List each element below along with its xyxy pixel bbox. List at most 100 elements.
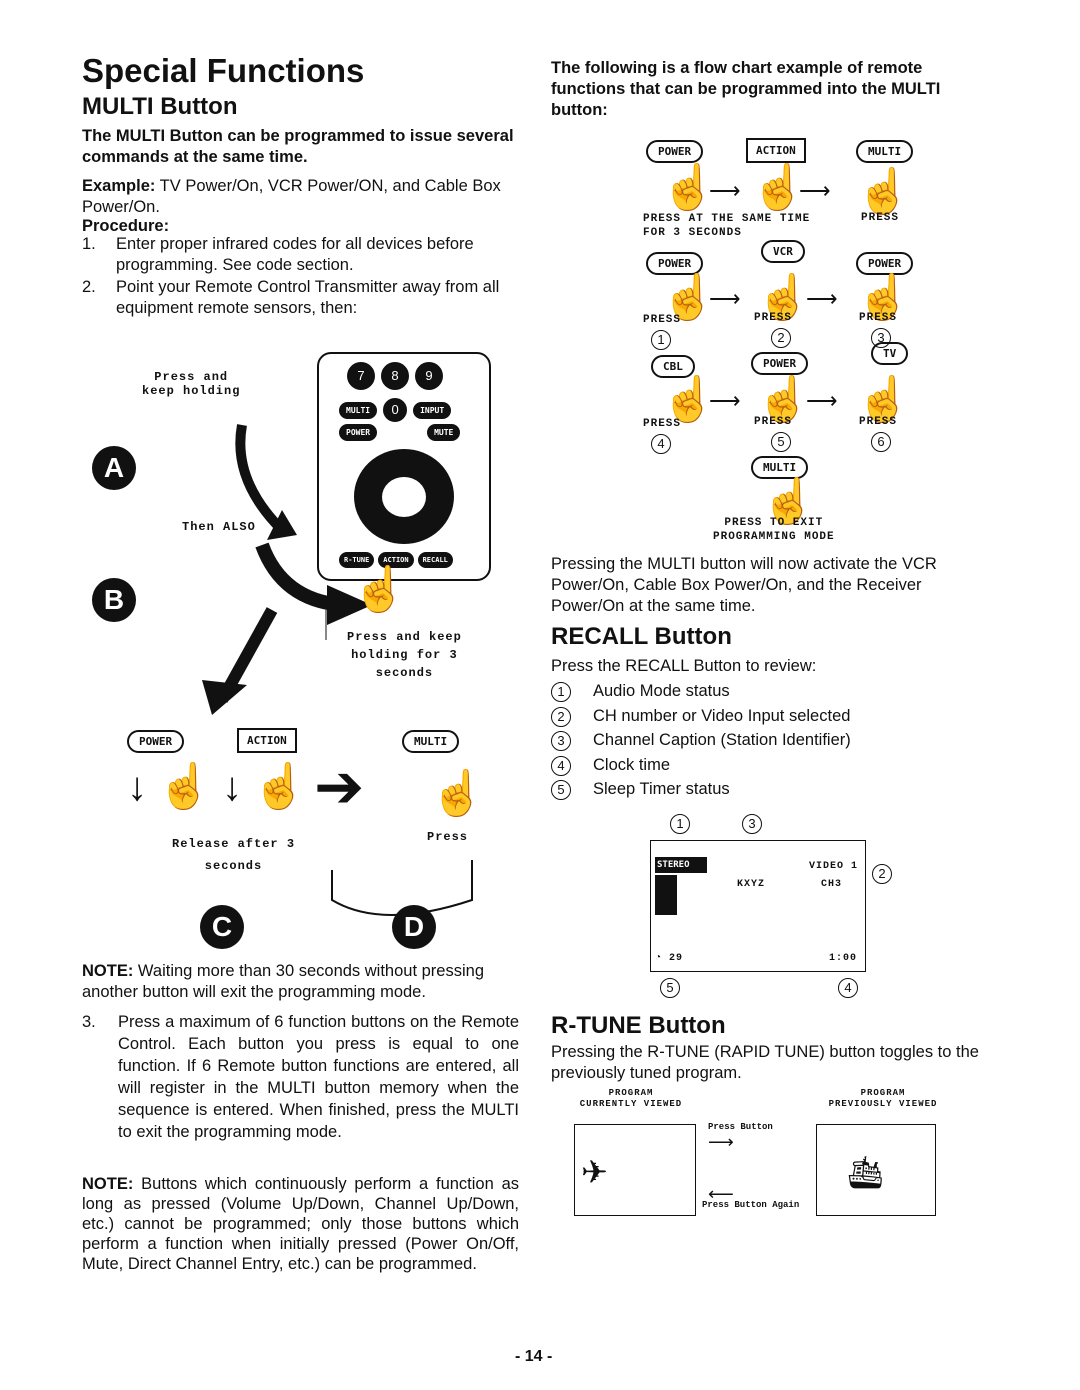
key-input[interactable]: INPUT xyxy=(413,401,452,419)
flow-button[interactable]: POWER xyxy=(646,140,704,163)
note-1: NOTE: Waiting more than 30 seconds witho… xyxy=(82,961,519,1003)
recall-screen-diagram: 1 3 STEREO VIDEO 1 KXYZ CH3 ◔ 29 1:00 2 … xyxy=(640,812,920,1002)
note-text: Buttons which continuously perform a fun… xyxy=(82,1175,519,1273)
flow-exit-caption: PRESS TO EXIT PROGRAMMING MODE xyxy=(713,517,835,543)
release-label: Release after 3 seconds xyxy=(172,837,296,873)
flow-intro: The following is a flow chart example of… xyxy=(551,59,941,119)
flow-exit-button[interactable]: MULTI xyxy=(751,456,809,479)
remote-key-row4: R-TUNE ACTION RECALL xyxy=(339,552,453,568)
flow-button[interactable]: MULTI xyxy=(856,140,914,163)
note-text: Waiting more than 30 seconds without pre… xyxy=(82,962,485,1001)
step-num: 3. xyxy=(82,1013,96,1031)
hand-icon: ☝ xyxy=(856,167,911,216)
procedure-label: Procedure: xyxy=(82,217,170,235)
flow-caption: PRESS xyxy=(643,314,682,326)
hand-icon: ☝ xyxy=(751,163,806,212)
step-text: Enter proper infrared codes for all devi… xyxy=(116,235,474,274)
flow-button[interactable]: POWER xyxy=(646,252,704,275)
recall-intro: Press the RECALL Button to review: xyxy=(551,657,817,675)
bracket-svg xyxy=(331,860,473,916)
then-also-label: Then ALSO xyxy=(182,520,256,534)
key-7[interactable]: 7 xyxy=(347,362,375,390)
recall-text: Channel Caption (Station Identifier) xyxy=(593,731,851,749)
page-number: - 14 - xyxy=(515,1348,553,1365)
arrow-icon: ⟶ xyxy=(799,178,831,203)
key-power[interactable]: POWER xyxy=(339,424,378,441)
press-keep-3-label: Press and keep holding for 3 seconds xyxy=(347,630,462,680)
hand-icon: ☝ xyxy=(661,375,716,424)
recall-text: CH number or Video Input selected xyxy=(593,706,851,725)
clock-label: 1:00 xyxy=(829,953,858,964)
num-wrap: 3 xyxy=(551,728,593,753)
flow-button[interactable]: VCR xyxy=(761,240,805,263)
step-text: Point your Remote Control Transmitter aw… xyxy=(116,278,500,317)
note-label: NOTE: xyxy=(82,1175,134,1193)
num-wrap: 1 xyxy=(551,679,593,704)
procedure-steps: 1. Enter proper infrared codes for all de… xyxy=(82,234,519,319)
key-0[interactable]: 0 xyxy=(383,398,408,422)
key-action[interactable]: ACTION xyxy=(378,552,414,568)
flow-button[interactable]: POWER xyxy=(751,352,809,375)
hand-icon: ☝ xyxy=(761,477,816,526)
flow-caption: PRESS xyxy=(754,416,793,428)
screen-marker: 3 xyxy=(742,814,762,834)
recall-heading: RECALL Button xyxy=(551,623,732,650)
flow-button[interactable]: TV xyxy=(871,342,909,365)
flow-number: 4 xyxy=(651,434,671,454)
hand-icon-multi: ☝ xyxy=(430,769,485,818)
key-rtune[interactable]: R-TUNE xyxy=(339,552,375,568)
video-label: VIDEO 1 xyxy=(809,861,859,872)
dpad-center[interactable] xyxy=(382,477,426,517)
key-9[interactable]: 9 xyxy=(415,362,443,390)
example-label: Example: xyxy=(82,177,156,195)
hand-icon: ☝ xyxy=(756,273,811,322)
sleep-value: 29 xyxy=(669,953,684,964)
flow-button[interactable]: POWER xyxy=(856,252,914,275)
button-action[interactable]: ACTION xyxy=(237,728,297,753)
arrow-head-b xyxy=(202,680,247,715)
flow-caption: PRESS xyxy=(643,418,682,430)
recall-text: Audio Mode status xyxy=(593,682,730,700)
recall-list: 1 Audio Mode status 2 CH number or Video I… xyxy=(551,679,981,802)
key-8[interactable]: 8 xyxy=(381,362,409,390)
arrows-svg xyxy=(202,424,372,715)
flow-button[interactable]: ACTION xyxy=(746,138,806,163)
recall-num: 1 xyxy=(551,682,571,702)
recall-num: 3 xyxy=(551,731,571,751)
airplane-icon: ✈ xyxy=(581,1154,608,1190)
hand-icon-action: ☝ xyxy=(252,762,307,811)
recall-item: 2 CH number or Video Input selected xyxy=(551,704,981,729)
remote-key-row1: 7 8 9 xyxy=(347,362,443,390)
step-num: 2. xyxy=(82,278,96,296)
arrow-icon: ⟶ xyxy=(709,286,741,311)
procedure-step: 1. Enter proper infrared codes for all de… xyxy=(82,234,519,276)
hand-icon: ☝ xyxy=(661,273,716,322)
key-mute[interactable]: MUTE xyxy=(427,424,461,441)
step-num: 1. xyxy=(82,235,96,253)
flow-button[interactable]: CBL xyxy=(651,355,695,378)
multi-intro: The MULTI Button can be programmed to is… xyxy=(82,127,514,166)
down-arrow-icon: ↓ xyxy=(222,765,242,809)
recall-text: Sleep Timer status xyxy=(593,780,730,798)
arrow-head-remote xyxy=(327,585,372,625)
step-3: 3.Press a maximum of 6 function buttons … xyxy=(82,1011,519,1143)
marker-c: C xyxy=(200,905,244,949)
recall-num: 2 xyxy=(551,706,571,727)
button-multi[interactable]: MULTI xyxy=(402,730,460,753)
key-multi[interactable]: MULTI xyxy=(339,401,378,419)
flow-number: 2 xyxy=(771,328,791,348)
rtune-diagram: PROGRAM CURRENTLY VIEWED PROGRAM PREVIOU… xyxy=(568,1086,948,1216)
recall-item: 3 Channel Caption (Station Identifier) xyxy=(551,728,981,753)
press-label: Press xyxy=(427,830,469,844)
sleep-icon: ◔ xyxy=(655,953,670,964)
key-recall[interactable]: RECALL xyxy=(417,552,453,568)
flow-caption: PRESS xyxy=(859,416,898,428)
marker-b: B xyxy=(92,578,136,622)
hand-icon: ☝ xyxy=(856,273,911,322)
button-power[interactable]: POWER xyxy=(127,730,185,753)
marker-a: A xyxy=(92,446,136,490)
hand-icon-power: ☝ xyxy=(157,762,212,811)
channel-label: CH3 xyxy=(821,879,843,890)
